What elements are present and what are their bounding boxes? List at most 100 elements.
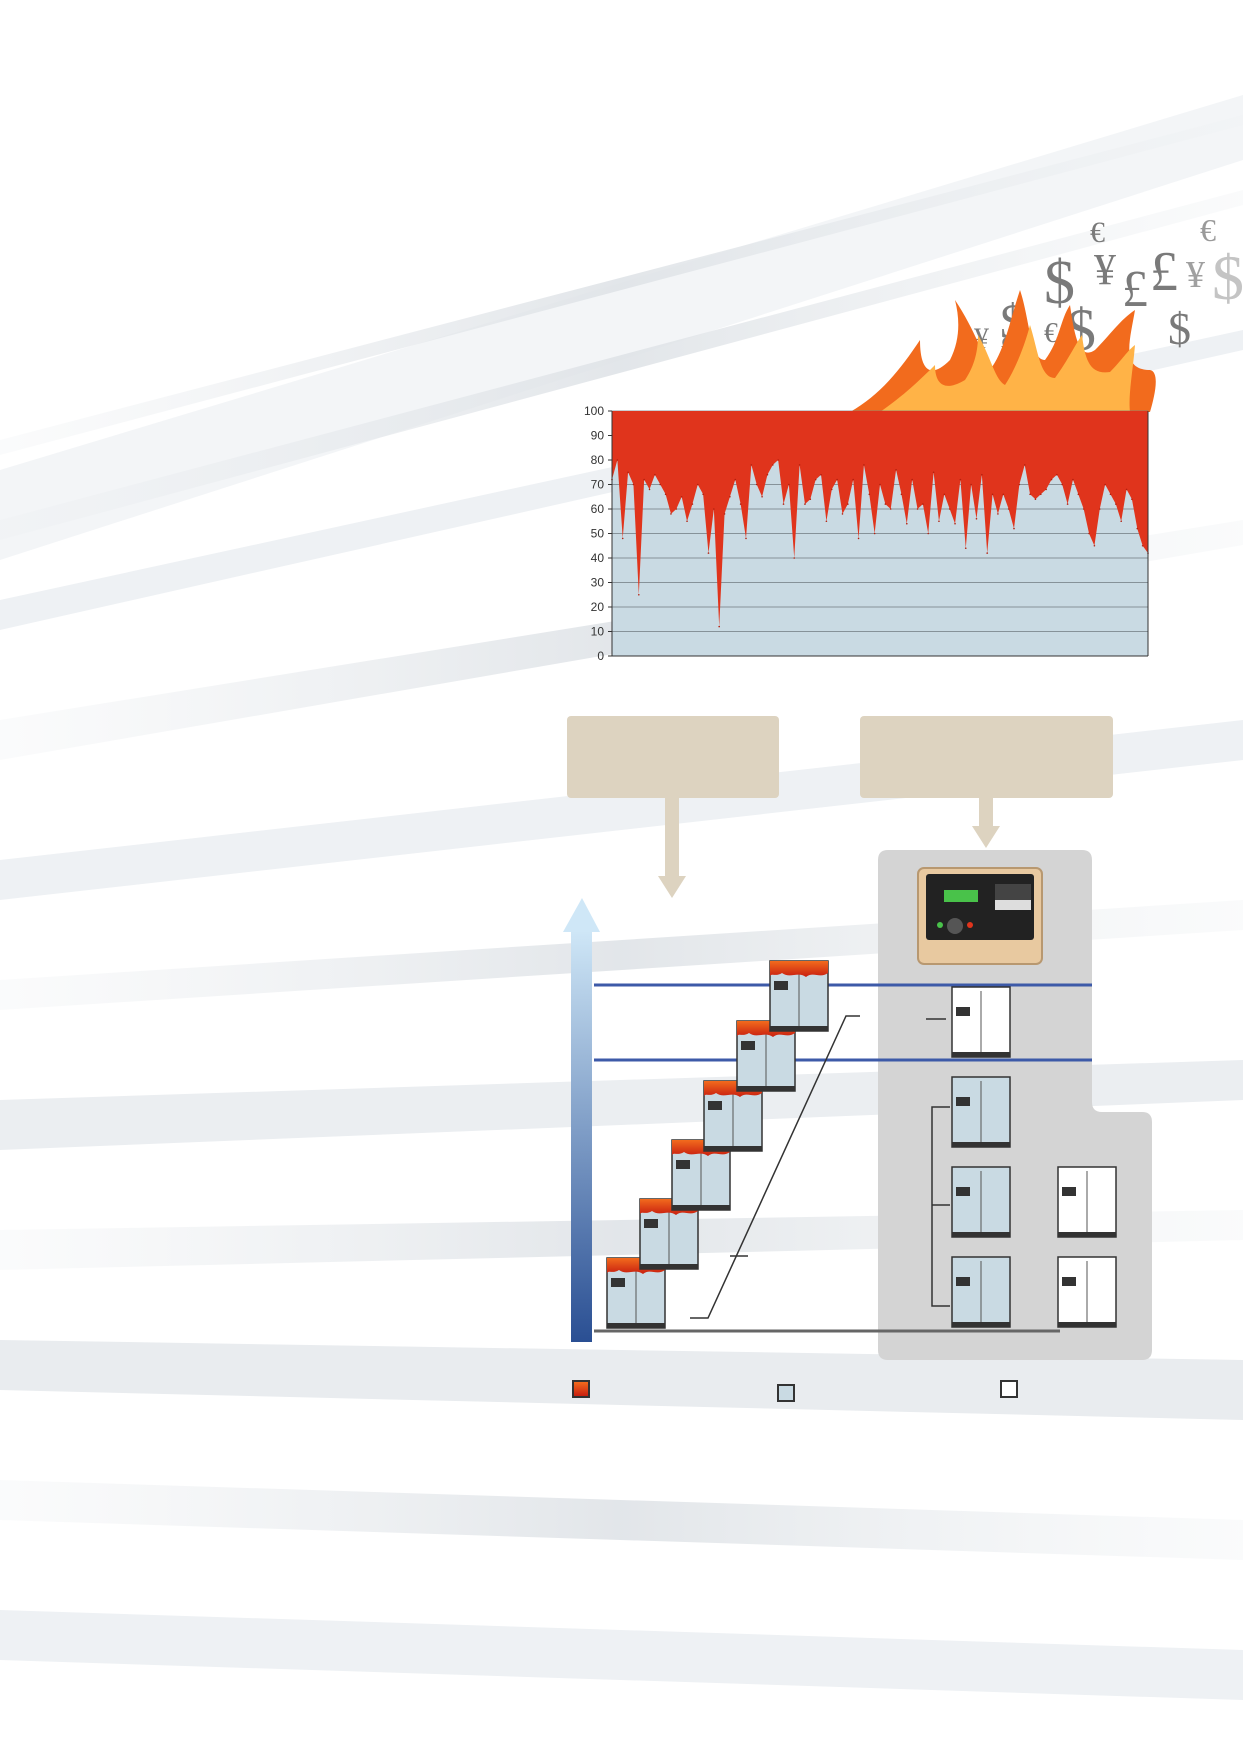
data-point	[1056, 473, 1058, 476]
callout-arrow-left	[658, 798, 686, 898]
demand-arrow	[563, 898, 600, 1342]
control-panel	[1062, 1187, 1076, 1196]
currency-symbol: $	[1168, 303, 1191, 354]
data-point	[1131, 498, 1133, 500]
data-point	[654, 473, 656, 476]
data-point	[932, 471, 935, 474]
currency-symbol: €	[1044, 318, 1058, 349]
data-series-area	[612, 411, 1148, 627]
data-point	[830, 488, 833, 491]
data-point	[621, 537, 624, 540]
currency-symbol: £	[1122, 261, 1148, 318]
data-point	[755, 483, 758, 486]
control-panel	[956, 1097, 970, 1106]
data-point	[991, 493, 994, 496]
data-point	[1115, 503, 1117, 505]
currency-symbol: $	[1044, 249, 1075, 317]
control-panel	[774, 981, 788, 990]
y-tick-label: 0	[597, 649, 604, 663]
data-point	[809, 498, 812, 500]
data-point	[863, 464, 865, 466]
compressor-unit	[951, 986, 1011, 1058]
data-point	[922, 503, 924, 505]
data-point	[793, 557, 796, 559]
data-point	[841, 513, 844, 515]
data-point	[632, 483, 635, 486]
data-point	[713, 508, 715, 510]
currency-symbol: ¥	[1186, 254, 1205, 296]
data-point	[1023, 464, 1026, 466]
data-point	[766, 473, 769, 476]
data-point	[970, 483, 972, 486]
data-point	[729, 495, 731, 498]
data-point	[659, 483, 662, 486]
data-point	[1029, 493, 1031, 496]
data-point	[889, 508, 892, 510]
data-point	[696, 483, 699, 486]
y-tick-label: 30	[591, 576, 605, 590]
data-point	[1141, 544, 1144, 547]
y-tick-label: 40	[591, 551, 605, 565]
data-point	[959, 478, 962, 481]
data-point	[1088, 532, 1090, 535]
data-point	[1104, 483, 1106, 486]
y-tick-label: 50	[591, 527, 605, 541]
data-point	[927, 532, 930, 535]
data-point	[836, 478, 838, 481]
data-point	[986, 552, 988, 554]
data-point	[788, 483, 790, 486]
data-point	[718, 625, 720, 628]
data-point	[954, 522, 956, 525]
system-compressors	[951, 986, 1117, 1328]
data-point	[868, 493, 871, 496]
control-panel	[708, 1101, 722, 1110]
staircase-compressors	[606, 960, 829, 1329]
data-point	[997, 513, 999, 515]
control-panel	[956, 1187, 970, 1196]
data-point	[1013, 527, 1015, 530]
data-point	[734, 478, 737, 481]
callout-right	[860, 716, 1113, 798]
data-point	[938, 520, 940, 523]
data-point	[1098, 508, 1101, 510]
data-point	[1125, 488, 1128, 491]
data-point	[1093, 544, 1096, 547]
data-point	[1136, 527, 1139, 530]
currency-symbol: $	[1212, 242, 1243, 313]
control-panel	[644, 1219, 658, 1228]
data-point	[852, 478, 854, 481]
compressor-unit	[951, 1256, 1011, 1328]
data-point	[739, 503, 742, 505]
data-point	[964, 547, 967, 549]
y-tick-label: 60	[591, 502, 605, 516]
data-point	[895, 469, 897, 471]
data-point	[884, 503, 887, 505]
data-point	[1061, 483, 1064, 486]
y-tick-label: 100	[584, 404, 604, 418]
data-point	[648, 488, 651, 491]
compressor-unit	[769, 960, 829, 1032]
data-point	[1050, 478, 1053, 481]
compressor-unit	[951, 1166, 1011, 1238]
currency-symbol: €	[1200, 212, 1216, 248]
data-point	[1120, 520, 1122, 523]
data-point	[675, 508, 678, 510]
data-point	[1109, 493, 1112, 496]
data-point	[638, 593, 640, 596]
data-point	[670, 513, 672, 515]
data-point	[820, 473, 822, 476]
data-point	[777, 459, 779, 461]
data-point	[782, 503, 785, 505]
y-tick-label: 10	[591, 625, 605, 639]
system-controller	[917, 867, 1043, 965]
data-point	[825, 520, 828, 523]
data-point	[1082, 508, 1085, 510]
data-point	[702, 493, 704, 496]
system-bracket	[926, 1018, 950, 1307]
data-point	[616, 459, 619, 461]
y-tick-label: 80	[591, 453, 605, 467]
data-point	[948, 508, 951, 510]
data-point	[750, 464, 753, 466]
